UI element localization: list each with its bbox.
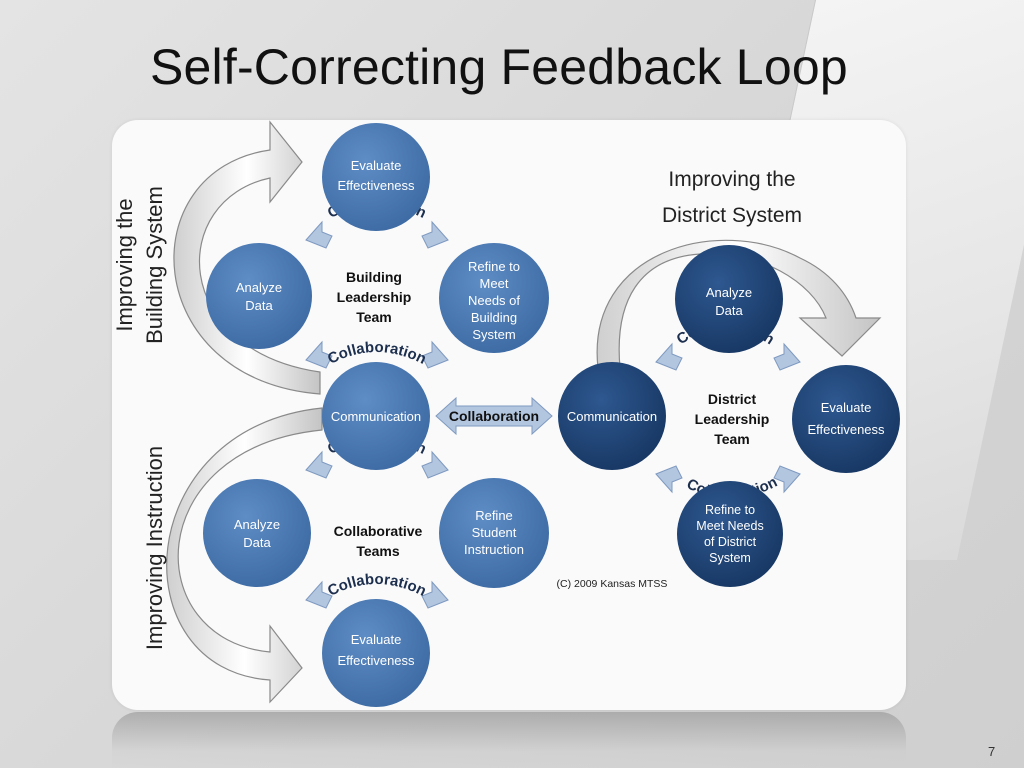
page-number: 7 <box>988 744 996 759</box>
district-refine-line2: Meet Needs <box>696 519 763 533</box>
instruction-evaluate-circle: Evaluate Effectiveness <box>322 599 430 707</box>
district-communication-label: Communication <box>567 409 657 424</box>
shared-communication-label: Communication <box>331 409 421 424</box>
building-refine-circle: Refine to Meet Needs of Building System <box>439 243 549 353</box>
building-evaluate-line1: Evaluate <box>351 158 402 173</box>
district-evaluate-line1: Evaluate <box>821 400 872 415</box>
diagram-reflection <box>112 712 906 768</box>
district-communication-circle: Communication <box>558 362 666 470</box>
building-analyze-line1: Analyze <box>236 280 282 295</box>
district-refine-line3: of District <box>704 535 757 549</box>
district-evaluate-line2: Effectiveness <box>807 422 885 437</box>
district-heading-line1: Improving the <box>668 168 795 191</box>
instruction-center-line2: Teams <box>356 543 400 559</box>
instruction-refine-circle: Refine Student Instruction <box>439 478 549 588</box>
instruction-evaluate-line1: Evaluate <box>351 632 402 647</box>
district-refine-line4: System <box>709 551 751 565</box>
building-evaluate-circle: Evaluate Effectiveness <box>322 123 430 231</box>
building-refine-line3: Needs of <box>468 293 520 308</box>
collaboration-double-arrow <box>435 396 553 436</box>
instruction-cycle-curved-arrow <box>166 407 323 704</box>
district-center-line1: District <box>708 391 757 407</box>
building-analyze-line2: Data <box>245 298 273 313</box>
district-analyze-line2: Data <box>715 303 743 318</box>
instruction-refine-line3: Instruction <box>464 542 524 557</box>
district-analyze-circle: Analyze Data <box>675 245 783 353</box>
building-side-label-line1: Improving the <box>112 198 137 331</box>
district-evaluate-circle: Evaluate Effectiveness <box>792 365 900 473</box>
district-center-line3: Team <box>714 431 750 447</box>
shared-communication-circle: Communication <box>322 362 430 470</box>
building-analyze-circle: Analyze Data <box>206 243 312 349</box>
building-evaluate-line2: Effectiveness <box>337 178 415 193</box>
building-center-line2: Leadership <box>337 289 412 305</box>
slide-title: Self-Correcting Feedback Loop <box>150 39 848 95</box>
instruction-refine-line2: Student <box>472 525 517 540</box>
building-side-label-line2: Building System <box>142 186 167 344</box>
collaboration-arc-label-instruction-bottom: Collaboration <box>325 571 429 600</box>
district-analyze-line1: Analyze <box>706 285 752 300</box>
copyright-text: (C) 2009 Kansas MTSS <box>557 578 668 590</box>
instruction-refine-line1: Refine <box>475 508 513 523</box>
instruction-center-line1: Collaborative <box>334 523 423 539</box>
building-center-line1: Building <box>346 269 402 285</box>
building-refine-line2: Meet <box>480 276 509 291</box>
collaboration-double-arrow-label: Collaboration <box>449 408 539 424</box>
district-refine-circle: Refine to Meet Needs of District System <box>677 481 783 587</box>
instruction-analyze-line1: Analyze <box>234 517 280 532</box>
building-center-line3: Team <box>356 309 392 325</box>
district-cycle-curved-arrow <box>596 239 882 369</box>
instruction-analyze-line2: Data <box>243 535 271 550</box>
building-refine-line5: System <box>472 327 515 342</box>
instruction-evaluate-line2: Effectiveness <box>337 653 415 668</box>
building-refine-line1: Refine to <box>468 259 520 274</box>
district-center-line2: Leadership <box>695 411 770 427</box>
instruction-side-label: Improving Instruction <box>142 446 167 650</box>
building-refine-line4: Building <box>471 310 517 325</box>
instruction-analyze-circle: Analyze Data <box>203 479 311 587</box>
district-refine-line1: Refine to <box>705 503 755 517</box>
collaboration-connector-arrows <box>305 220 801 609</box>
district-heading-line2: District System <box>662 204 802 227</box>
